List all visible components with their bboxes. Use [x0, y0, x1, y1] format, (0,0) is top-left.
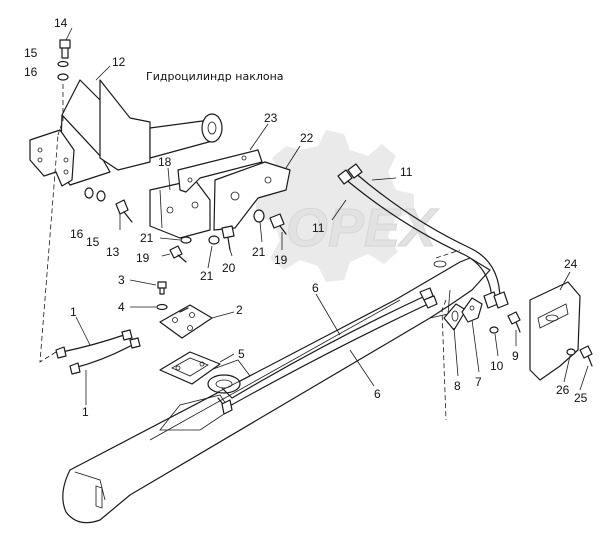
callout-5: 5 [238, 347, 245, 361]
callout-1-top: 1 [70, 305, 77, 319]
callout-1-bottom: 1 [82, 405, 89, 419]
bracket-22 [213, 161, 291, 231]
hose-pair-1 [39, 134, 141, 375]
callout-23: 23 [264, 111, 278, 125]
callout-16-top: 16 [24, 65, 38, 79]
watermark-text: OPEX [286, 198, 439, 258]
callout-19-right: 19 [274, 253, 288, 267]
fasteners-group [84, 187, 287, 311]
callout-6-bottom: 6 [374, 387, 381, 401]
clamp-8 [443, 303, 467, 331]
callout-21-c: 21 [252, 245, 266, 259]
cover-24 [529, 281, 581, 381]
callout-22: 22 [300, 131, 314, 145]
hose-pair-11 [337, 163, 509, 309]
caption-tilt-cylinder: Гидроцилиндр наклона [146, 70, 284, 83]
plate-5 [159, 351, 221, 385]
callout-10: 10 [490, 359, 504, 373]
callout-9: 9 [512, 349, 519, 363]
callout-13: 13 [106, 245, 120, 259]
bracket-23 [177, 149, 263, 193]
watermark: OPEX [256, 130, 440, 282]
callout-14: 14 [54, 16, 68, 30]
fasteners-9-10 [441, 299, 521, 421]
callout-7: 7 [475, 375, 482, 389]
bolt-14-stack [57, 39, 71, 136]
leader-lines [65, 27, 589, 405]
callout-15-mid: 15 [86, 235, 100, 249]
callout-3: 3 [118, 273, 125, 287]
callout-15-top: 15 [24, 46, 38, 60]
callout-19-left: 19 [136, 251, 150, 265]
callout-26: 26 [556, 383, 570, 397]
callout-12: 12 [112, 55, 126, 69]
callout-4: 4 [118, 300, 125, 314]
watermark-gear-icon [256, 130, 414, 282]
tilt-cylinder-12 [29, 79, 223, 187]
boom-body [62, 257, 491, 524]
clamp-7 [461, 297, 483, 323]
callout-18: 18 [158, 155, 172, 169]
callout-8: 8 [454, 379, 461, 393]
callout-25: 25 [574, 391, 588, 405]
callout-6-top: 6 [312, 281, 319, 295]
callout-2: 2 [236, 303, 243, 317]
hose-pair-6 [217, 287, 438, 415]
callout-11-left: 11 [312, 221, 325, 235]
callout-16-mid: 16 [70, 227, 84, 241]
callout-21-b: 21 [200, 269, 214, 283]
fasteners-25-26 [566, 345, 593, 367]
callout-20: 20 [222, 261, 236, 275]
plate-2 [159, 304, 213, 339]
callout-labels: 14 15 16 12 23 22 18 11 11 16 15 13 21 2… [24, 16, 588, 419]
callout-24: 24 [564, 257, 578, 271]
callout-11-right: 11 [400, 165, 413, 179]
callout-21-a: 21 [140, 231, 154, 245]
